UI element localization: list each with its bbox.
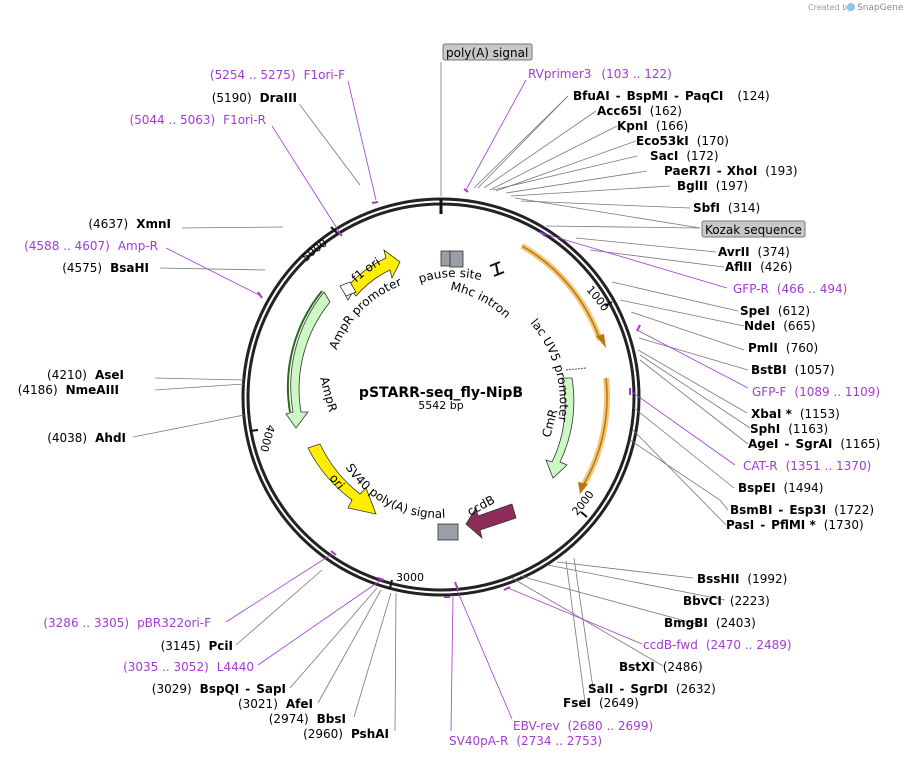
label-bstxi[interactable]: BstXI(2486) <box>619 660 703 674</box>
label-ndei[interactable]: NdeI(665) <box>744 319 816 333</box>
label-rvprimer3[interactable]: RVprimer3(103 .. 122) <box>528 67 672 81</box>
label-sv40pa-r[interactable]: SV40pA-R(2734 .. 2753) <box>449 734 602 748</box>
label-sali[interactable]: SalI-SgrDI(2632) <box>588 682 716 696</box>
label-cat-r[interactable]: CAT-R(1351 .. 1370) <box>743 459 871 473</box>
label-lac-uv5: lac UV5 promoter <box>528 316 571 423</box>
label-l4440[interactable]: (3035 .. 3052)L4440 <box>123 660 254 674</box>
label-ahdi[interactable]: (4038)AhdI <box>47 431 126 445</box>
svg-text:SV40 poly(A) signal: SV40 poly(A) signal <box>343 461 446 521</box>
feature-ampr-promoter <box>339 281 357 301</box>
label-pmli[interactable]: PmlI(760) <box>748 341 818 355</box>
label-ampr: AmpR <box>317 375 340 413</box>
label-bsahi[interactable]: (4575)BsaHI <box>62 261 149 275</box>
label-amp-r[interactable]: (4588 .. 4607)Amp-R <box>24 239 158 253</box>
label-bspqi[interactable]: (3029)BspQI-SapI <box>152 682 286 696</box>
label-ccdb-fwd[interactable]: ccdB-fwd(2470 .. 2489) <box>643 638 792 652</box>
label-pause-site: pause site <box>417 266 484 286</box>
kozak-sequence-label: Kozak sequence <box>705 223 802 237</box>
feature-ampr <box>285 290 331 429</box>
feature-ori <box>307 443 377 515</box>
svg-text:SnapGene: SnapGene <box>857 3 904 13</box>
polya-signal-label: poly(A) signal <box>446 46 528 60</box>
label-nmeaiii[interactable]: (4186)NmeAIII <box>18 383 119 397</box>
label-aflii[interactable]: AflII(426) <box>725 260 792 274</box>
leader-lines <box>132 62 751 732</box>
label-xmni[interactable]: (4637)XmnI <box>88 217 171 231</box>
label-gfp-f[interactable]: GFP-F(1089 .. 1109) <box>752 385 880 399</box>
label-bstbi[interactable]: BstBI(1057) <box>751 363 835 377</box>
label-afei[interactable]: (3021)AfeI <box>238 697 313 711</box>
label-eco53ki[interactable]: Eco53kI(170) <box>636 134 729 148</box>
label-spei[interactable]: SpeI(612) <box>740 304 810 318</box>
label-f1ori-f[interactable]: (5254 .. 5275)F1ori-F <box>210 68 345 82</box>
svg-text:Created by: Created by <box>808 3 852 12</box>
label-agei[interactable]: AgeI-SgrAI(1165) <box>748 437 880 451</box>
feature-polya-box <box>437 523 459 541</box>
label-bbsi[interactable]: (2974)BbsI <box>269 712 346 726</box>
feature-orange-arc-lower <box>578 377 611 494</box>
label-xbai[interactable]: XbaI *(1153) <box>751 407 840 421</box>
label-kpni[interactable]: KpnI(166) <box>617 119 688 133</box>
label-bsmbi[interactable]: BsmBI-Esp3I(1722) <box>730 503 874 517</box>
label-pcii[interactable]: (3145)PciI <box>161 639 233 653</box>
label-ebv-rev[interactable]: EBV-rev(2680 .. 2699) <box>513 719 653 733</box>
feature-cmr <box>545 377 575 479</box>
plasmid-length: 5542 bp <box>418 399 463 412</box>
tick-label-2000: 2000 <box>570 488 597 518</box>
label-bglii[interactable]: BglII(197) <box>677 179 748 193</box>
feature-small-ladder <box>565 367 587 371</box>
label-sbfi[interactable]: SbfI(314) <box>693 201 760 215</box>
label-paer7i[interactable]: PaeR7I-XhoI(193) <box>664 164 798 178</box>
feature-pause-site <box>440 250 464 268</box>
kozak-sequence-box[interactable]: Kozak sequence <box>701 220 806 238</box>
feature-orange-arc-upper <box>520 243 606 348</box>
label-avrii[interactable]: AvrII(374) <box>718 245 790 259</box>
label-asei[interactable]: (4210)AseI <box>47 368 124 382</box>
svg-text:pause site: pause site <box>417 266 484 286</box>
credit-brand: SnapGene <box>857 3 904 13</box>
snapgene-logo-icon <box>847 3 855 11</box>
svg-text:4000: 4000 <box>257 423 277 453</box>
credit-prefix: Created by <box>808 3 852 12</box>
label-fsei[interactable]: FseI(2649) <box>563 696 639 710</box>
label-acc65i[interactable]: Acc65I(162) <box>597 104 682 118</box>
label-bsshii[interactable]: BssHII(1992) <box>697 572 787 586</box>
label-gfp-r[interactable]: GFP-R(466 .. 494) <box>733 282 847 296</box>
label-f1ori-r[interactable]: (5044 .. 5063)F1ori-R <box>129 113 266 127</box>
label-pshai[interactable]: (2960)PshAI <box>303 727 389 741</box>
primer-leader-lines <box>165 79 749 732</box>
svg-text:2000: 2000 <box>570 488 597 518</box>
tick-label-3000: 3000 <box>396 571 424 584</box>
label-sphi[interactable]: SphI(1163) <box>750 422 828 436</box>
label-bbvci[interactable]: BbvCI(2223) <box>683 594 770 608</box>
plasmid-name: pSTARR-seq_fly-NipB <box>359 385 523 401</box>
label-pasi[interactable]: PasI-PflMI *(1730) <box>726 518 864 532</box>
label-pbr322ori-f[interactable]: (3286 .. 3305)pBR322ori-F <box>43 616 211 630</box>
label-mhc-intron: Mhc intron <box>449 279 513 321</box>
svg-text:lac UV5 promoter: lac UV5 promoter <box>528 316 571 423</box>
feature-f1-ori <box>347 249 401 297</box>
label-sv40-polya: SV40 poly(A) signal <box>343 461 446 521</box>
feature-ccdb <box>465 503 517 540</box>
label-saci[interactable]: SacI(172) <box>650 149 719 163</box>
label-bfuai[interactable]: BfuAI-BspMI-PaqCI(124) <box>573 89 770 103</box>
feature-mhc-intron <box>489 261 505 277</box>
tick-label-4000: 4000 <box>257 423 277 453</box>
svg-text:Mhc intron: Mhc intron <box>449 279 513 321</box>
polya-signal-box[interactable]: poly(A) signal <box>442 43 533 61</box>
label-bspei[interactable]: BspEI(1494) <box>738 481 823 495</box>
label-bmgbi[interactable]: BmgBI(2403) <box>664 616 756 630</box>
label-draiii[interactable]: (5190)DraIII <box>212 91 297 105</box>
